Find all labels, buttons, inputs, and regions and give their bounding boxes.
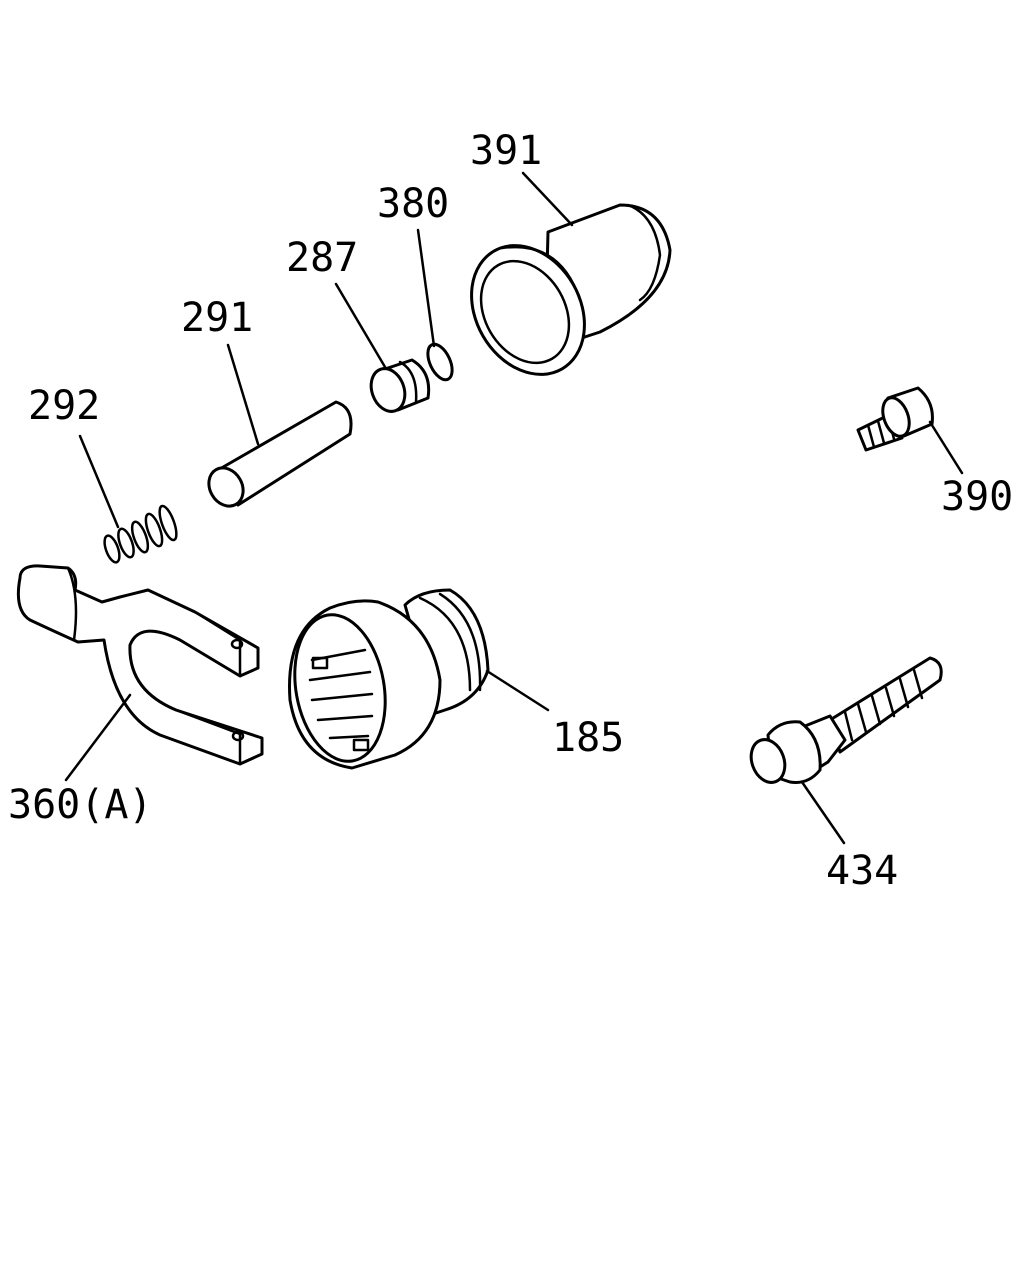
part-360a-fork <box>16 564 264 766</box>
part-434-bolt <box>749 656 943 784</box>
callout-434: 434 <box>826 848 898 894</box>
part-291-pin <box>207 400 353 508</box>
part-292-spring <box>103 504 178 564</box>
callout-292: 292 <box>28 383 100 429</box>
part-391-sleeve <box>470 203 672 376</box>
part-380-washer <box>426 342 454 382</box>
callout-185: 185 <box>552 715 624 761</box>
part-287-cylinder <box>369 358 431 413</box>
callout-380: 380 <box>377 181 449 227</box>
callout-360a: 360(A) <box>8 782 153 828</box>
callout-391: 391 <box>470 128 542 174</box>
part-390-bolt <box>856 386 934 452</box>
callout-390: 390 <box>941 474 1013 520</box>
callout-291: 291 <box>181 295 253 341</box>
part-185-gear <box>288 588 490 770</box>
callout-287: 287 <box>286 235 358 281</box>
leader-lines <box>64 171 964 845</box>
